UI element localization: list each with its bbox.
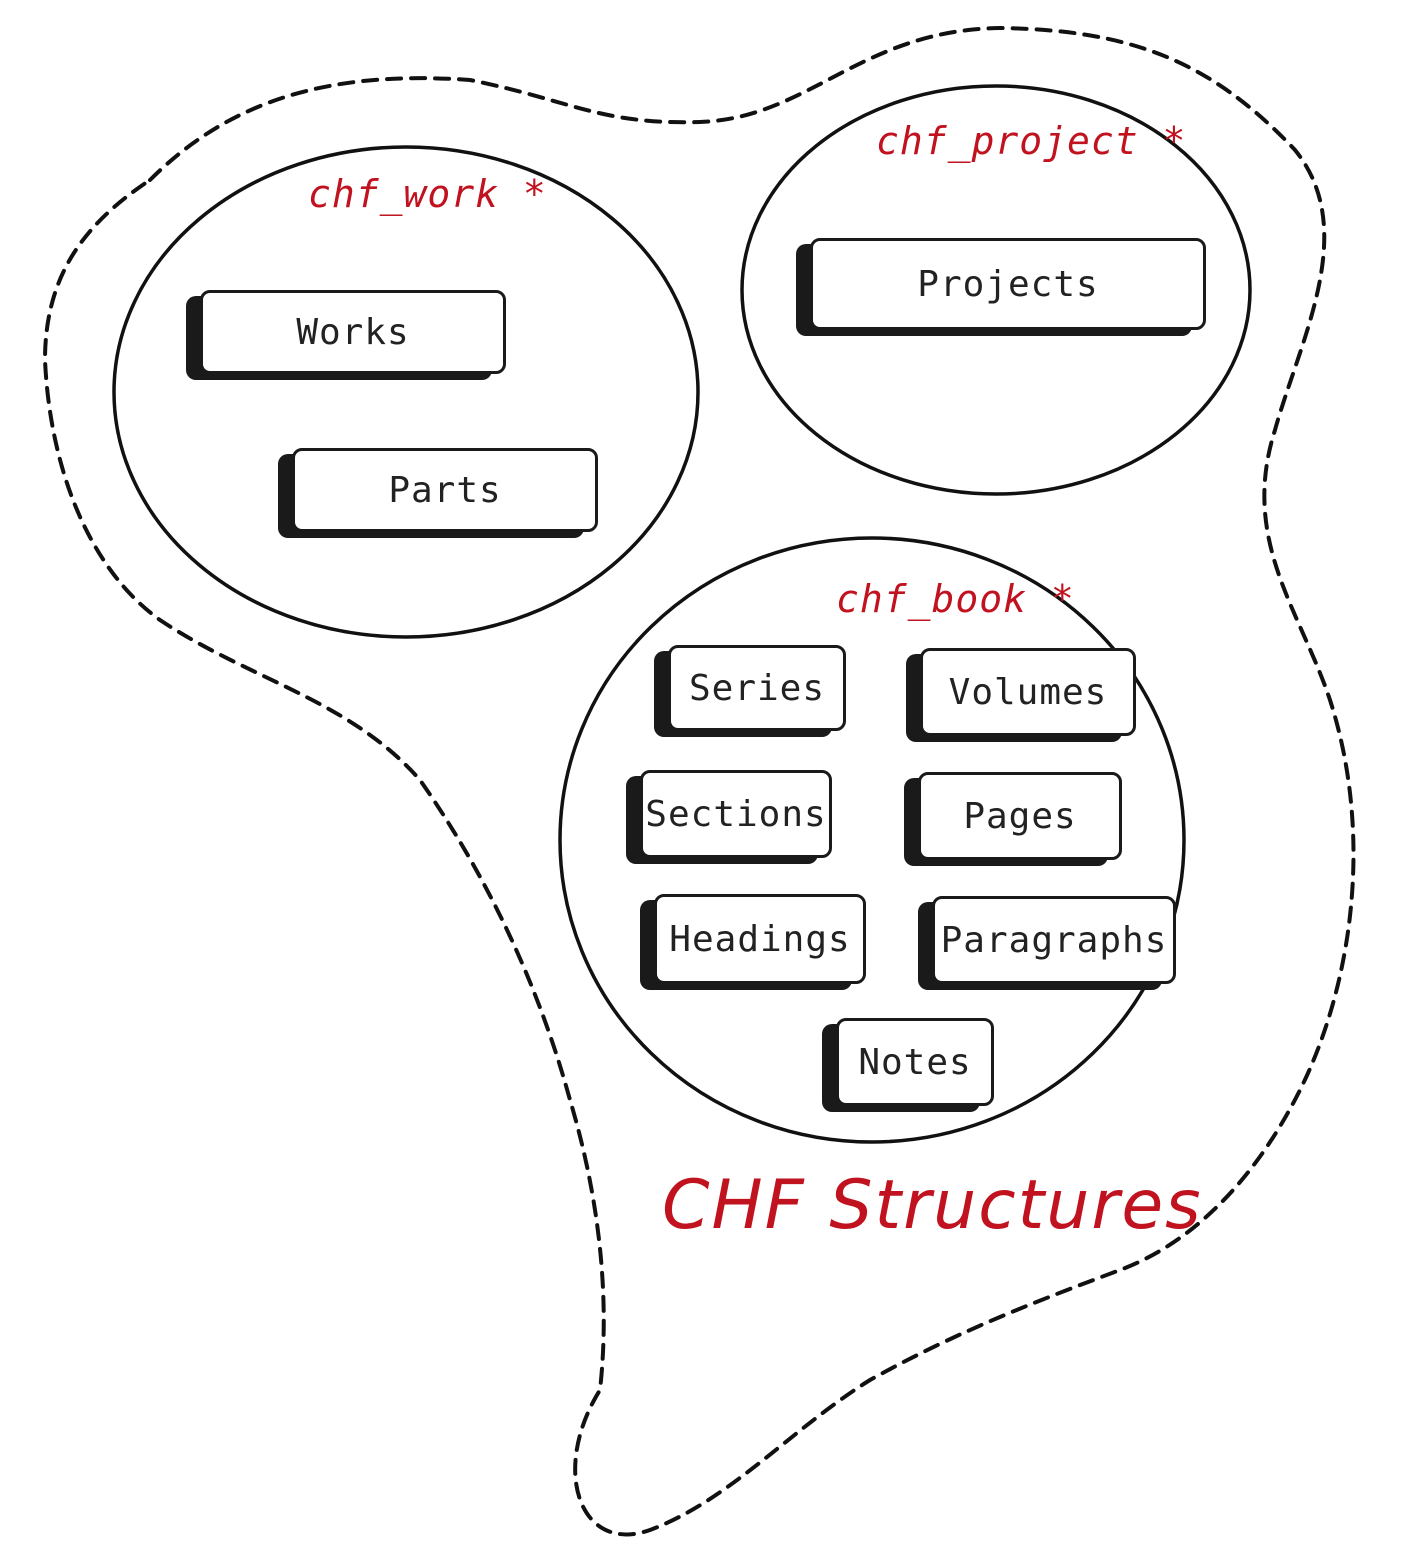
chf-book-circle	[558, 536, 1186, 1144]
chf-work-circle	[112, 145, 700, 639]
outer-boundary	[42, 25, 1356, 1537]
chf-project-circle	[740, 84, 1252, 496]
